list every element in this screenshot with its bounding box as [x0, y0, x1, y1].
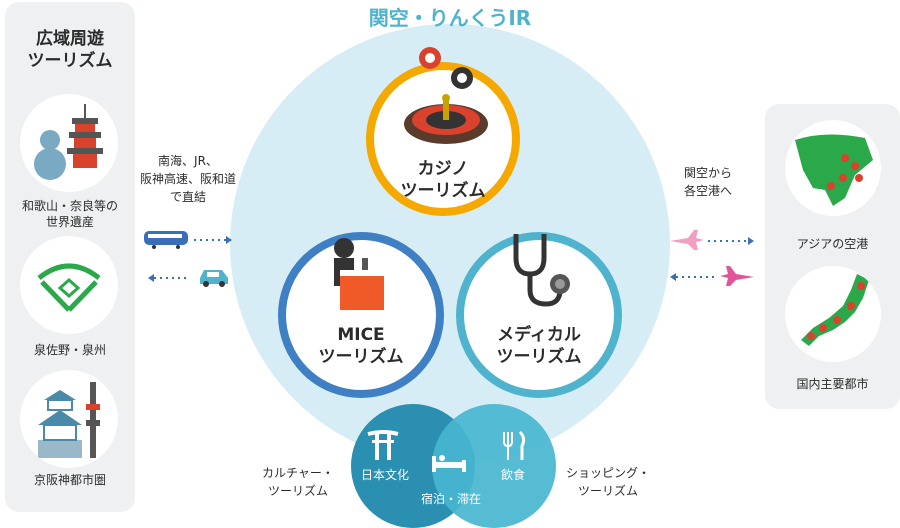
domestic-cities-circle	[785, 266, 881, 362]
japan-map-icon	[801, 274, 869, 346]
casino-label: カジノ ツーリズム	[400, 159, 486, 201]
osaka-castle-tower-icon	[38, 382, 100, 458]
shopping-tourism-label: ショッピング・ ツーリズム	[565, 466, 650, 498]
casino-chip-icon	[419, 47, 473, 89]
domestic-cities-label: 国内主要都市	[796, 377, 869, 391]
lodging-label: 宿泊・滞在	[420, 492, 481, 506]
world-heritage-circle	[20, 94, 118, 192]
car-icon	[200, 270, 228, 287]
left-panel-heading: 広域周遊 ツーリズム	[27, 29, 113, 71]
fork-knife-icon	[503, 430, 526, 460]
medical-ring	[456, 232, 622, 398]
baseball-field-icon	[37, 263, 101, 312]
asia-airports-label: アジアの空港	[796, 237, 869, 251]
asia-map-icon	[795, 134, 873, 206]
izumisano-label: 泉佐野・泉州	[33, 343, 106, 357]
stethoscope-icon	[513, 234, 570, 307]
japanese-culture-label: 日本文化	[360, 468, 409, 482]
roulette-icon	[404, 94, 488, 144]
bed-icon	[432, 455, 466, 472]
train-icon	[144, 231, 188, 249]
plane-left-icon	[670, 266, 754, 286]
culture-tourism-label: カルチャー・ ツーリズム	[262, 466, 334, 498]
right-panel: アジアの空港 国内主要都市	[765, 104, 900, 409]
pagoda-buddha-icon	[34, 104, 103, 180]
arrow-left-left-icon	[148, 274, 186, 282]
transport-right-text: 関空から 各空港へ	[683, 166, 732, 198]
keihanshin-label: 京阪神都市圏	[33, 473, 106, 487]
medical-label: メディカル ツーリズム	[496, 325, 582, 367]
plane-right-icon	[670, 230, 754, 250]
asia-airports-circle	[785, 120, 881, 216]
page-title: 関空・りんくうIR	[368, 6, 532, 30]
transport-left-text: 南海、JR、 阪神高速、阪和道 で直結	[140, 154, 237, 204]
mice-ring	[278, 232, 444, 398]
food-label: 飲食	[500, 468, 525, 482]
arrow-right-left-icon	[194, 236, 232, 244]
left-panel: 広域周遊 ツーリズム 和歌山・奈良等の 世界遺産 泉佐野・泉州	[5, 2, 135, 512]
torii-icon	[367, 430, 399, 460]
izumisano-circle	[20, 236, 118, 334]
keihanshin-circle	[20, 370, 118, 468]
speaker-podium-icon	[334, 238, 384, 310]
mice-label: MICE ツーリズム	[318, 325, 404, 367]
world-heritage-label: 和歌山・奈良等の 世界遺産	[21, 199, 118, 229]
